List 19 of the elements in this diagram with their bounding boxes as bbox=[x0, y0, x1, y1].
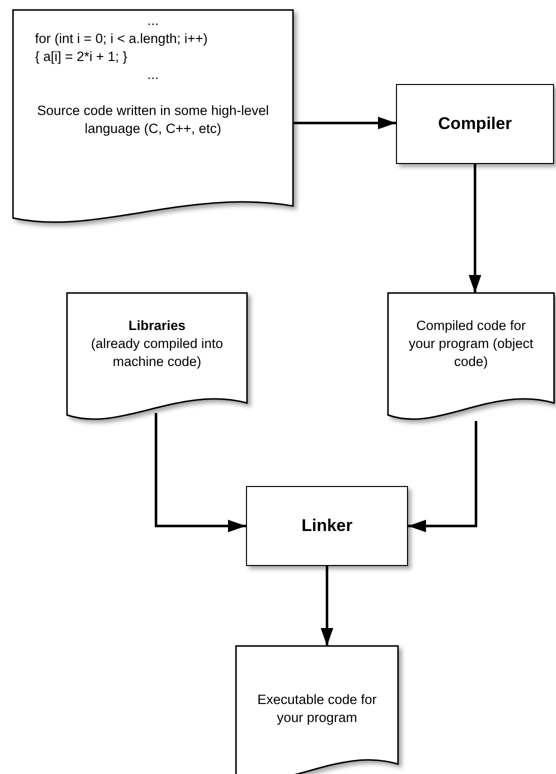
arrow bbox=[408, 421, 478, 532]
arrow bbox=[320, 566, 334, 646]
process-box bbox=[246, 486, 408, 566]
arrow bbox=[468, 164, 482, 293]
node-label: Source code written in some high-level language (C, C++, etc) bbox=[36, 102, 270, 138]
document-shape bbox=[236, 646, 398, 774]
node-label: Compiled code for your program (object code) bbox=[408, 317, 534, 371]
node-label: ... bbox=[146, 66, 160, 84]
node-label: for (int i = 0; i < a.length; i++) bbox=[34, 30, 209, 48]
arrow bbox=[154, 413, 246, 532]
node-label: Executable code for your program bbox=[256, 691, 378, 727]
node-label: (already compiled into machine code) bbox=[90, 335, 224, 371]
node-label: Libraries bbox=[127, 317, 187, 335]
arrow bbox=[293, 116, 396, 130]
process-box bbox=[396, 84, 554, 164]
node-label: Compiler bbox=[437, 115, 513, 133]
node-label: ... bbox=[146, 12, 160, 30]
node-label: { a[i] = 2*i + 1; } bbox=[34, 48, 128, 66]
node-label: Linker bbox=[300, 517, 354, 535]
